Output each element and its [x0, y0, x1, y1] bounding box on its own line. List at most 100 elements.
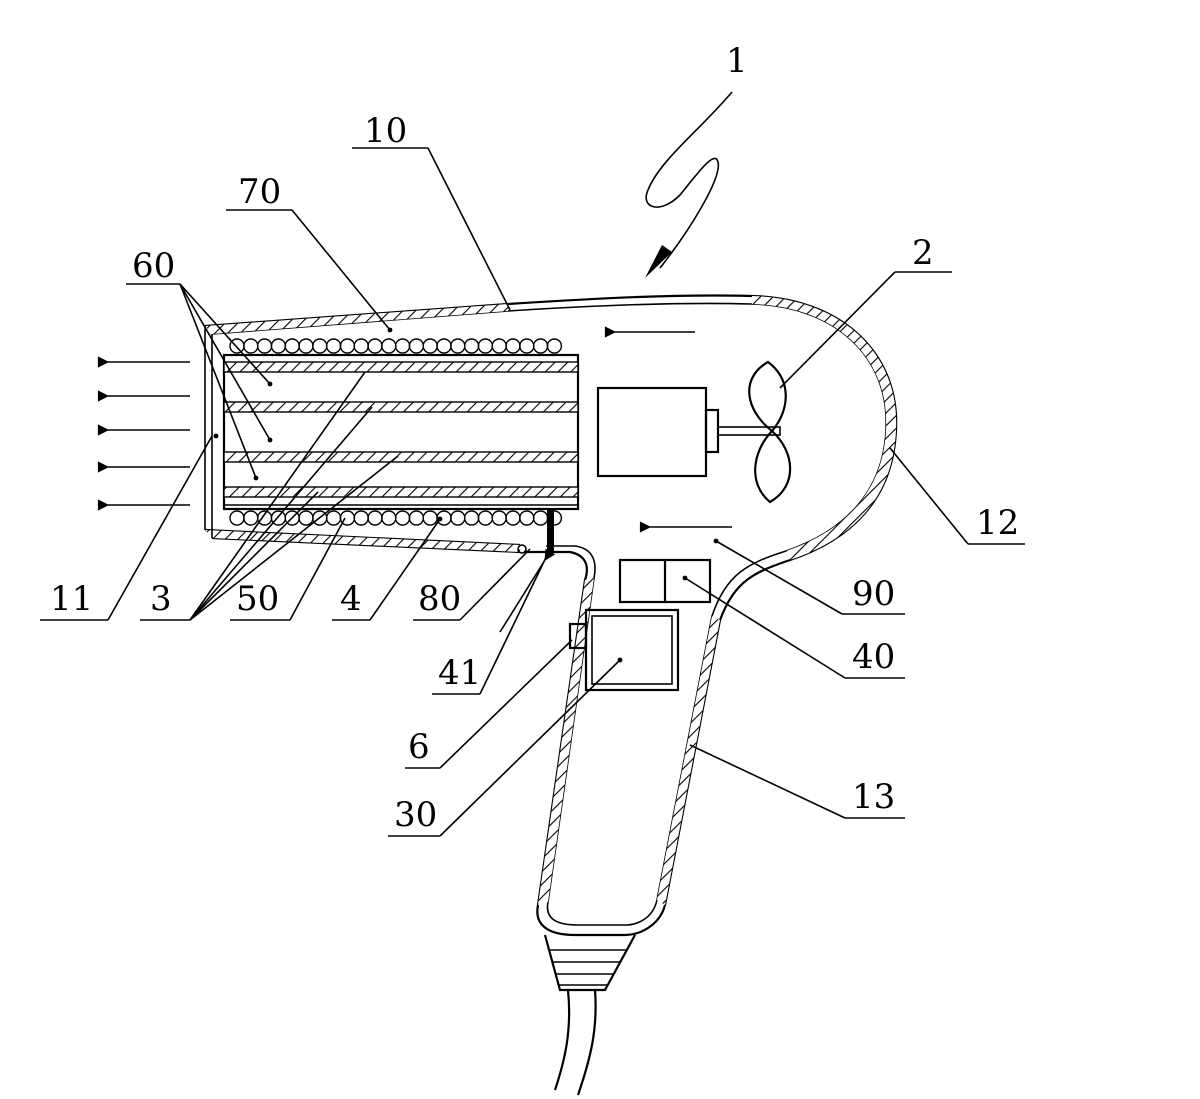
coil-ring-top	[353, 338, 369, 354]
coil-ring-top	[436, 338, 452, 354]
coil-ring-top	[505, 338, 521, 354]
leader-30	[439, 659, 621, 837]
label-40: 40	[852, 637, 895, 677]
label-41: 41	[438, 653, 481, 693]
coil-ring-bottom	[450, 510, 466, 526]
coil-ring-top	[367, 338, 383, 354]
leader-lines	[40, 147, 1025, 837]
motor-fan	[596, 360, 792, 504]
tube-plate-3	[223, 451, 579, 463]
leader-3-c	[189, 455, 399, 621]
coil-ring-top	[422, 338, 438, 354]
dot-90	[713, 538, 719, 544]
leader-10	[427, 147, 511, 311]
coil-ring-top	[450, 338, 466, 354]
coil-ring-top	[381, 338, 397, 354]
label-6: 6	[408, 727, 430, 767]
coil-ring-top	[408, 338, 425, 354]
coil-ring-bottom	[298, 510, 314, 526]
coil-ring-bottom	[532, 510, 549, 526]
dot-4	[437, 516, 443, 522]
reference-1-arrowhead	[645, 245, 672, 278]
leader-13	[689, 744, 846, 819]
dot-60-c	[253, 475, 259, 481]
coil-ring-bottom	[367, 510, 383, 526]
coil-ring-bottom	[243, 510, 259, 526]
label-70: 70	[238, 172, 281, 212]
coil-ring-bottom	[422, 510, 438, 526]
motor-cap	[704, 408, 720, 454]
handle-front-wall-hatch	[538, 578, 594, 905]
motor-shaft	[717, 426, 781, 436]
dot-11	[213, 433, 219, 439]
air-inlet-edge	[517, 544, 527, 554]
fan-blade-upper	[748, 360, 787, 433]
reference-labels: 1 10 70 60 2 12 11 3 50 4 80 41 90 40 6 …	[50, 41, 1019, 835]
dot-30	[617, 657, 623, 663]
tube-plate-1	[223, 361, 579, 373]
label-60: 60	[132, 246, 175, 286]
top-wall-hatch	[205, 304, 508, 334]
connector-41	[547, 509, 554, 551]
coil-ring-bottom	[505, 510, 521, 526]
control-components	[568, 558, 712, 692]
coil-ring-bottom	[519, 510, 535, 526]
coil-ring-top	[519, 338, 535, 354]
heating-coil-top	[229, 338, 563, 354]
coil-ring-top	[546, 338, 563, 354]
cord-wire	[553, 989, 597, 1096]
coil-ring-top	[270, 338, 287, 354]
button-6	[568, 622, 588, 650]
coil-ring-top	[339, 338, 356, 354]
coil-ring-top	[298, 338, 314, 354]
leader-70	[291, 209, 391, 331]
nozzle-bottom-hatch	[205, 530, 520, 552]
dot-60-b	[267, 437, 273, 443]
housing-shell	[204, 294, 898, 937]
coil-ring-top	[325, 338, 342, 354]
coil-ring-bottom	[353, 510, 369, 526]
coil-ring-bottom	[408, 510, 425, 526]
coil-ring-bottom	[477, 510, 494, 526]
tube-outer-box	[222, 353, 580, 511]
leader-3-d	[189, 491, 319, 621]
leader-3-a	[189, 371, 366, 621]
coil-ring-bottom	[381, 510, 397, 526]
coil-ring-bottom	[491, 510, 507, 526]
reference-1-squiggle	[645, 91, 733, 269]
leader-3-b	[189, 406, 373, 621]
leader-dots	[213, 327, 719, 663]
coil-ring-top	[312, 338, 328, 354]
coil-ring-top	[284, 338, 300, 354]
coil-ring-bottom	[463, 510, 480, 526]
cord-sleeve-rings	[550, 949, 626, 986]
leader-60-a	[179, 283, 271, 385]
inlet-arrow	[499, 548, 556, 633]
tube-plate-2	[223, 401, 579, 413]
leader-6	[439, 639, 573, 769]
label-50: 50	[236, 579, 279, 619]
dot-60-a	[267, 381, 273, 387]
label-1: 1	[726, 41, 748, 81]
airflow-arrows	[97, 326, 732, 633]
dot-40	[682, 575, 688, 581]
leader-90	[715, 540, 843, 615]
switch-30-inner	[591, 615, 673, 685]
dot-70	[387, 327, 393, 333]
coil-ring-top	[532, 338, 549, 354]
motor-body	[596, 386, 708, 478]
conduction-tube-assembly	[222, 353, 580, 551]
coil-ring-top	[256, 338, 273, 354]
leader-12	[889, 447, 969, 545]
leader-60-c	[179, 283, 257, 479]
label-13: 13	[852, 777, 895, 817]
label-80: 80	[418, 579, 461, 619]
label-12: 12	[976, 503, 1019, 543]
tube-plate-4	[223, 486, 579, 498]
coil-ring-bottom	[394, 510, 411, 526]
coil-ring-bottom	[325, 510, 342, 526]
leader-4	[369, 518, 441, 621]
leader-50	[289, 517, 346, 621]
label-3: 3	[150, 579, 172, 619]
